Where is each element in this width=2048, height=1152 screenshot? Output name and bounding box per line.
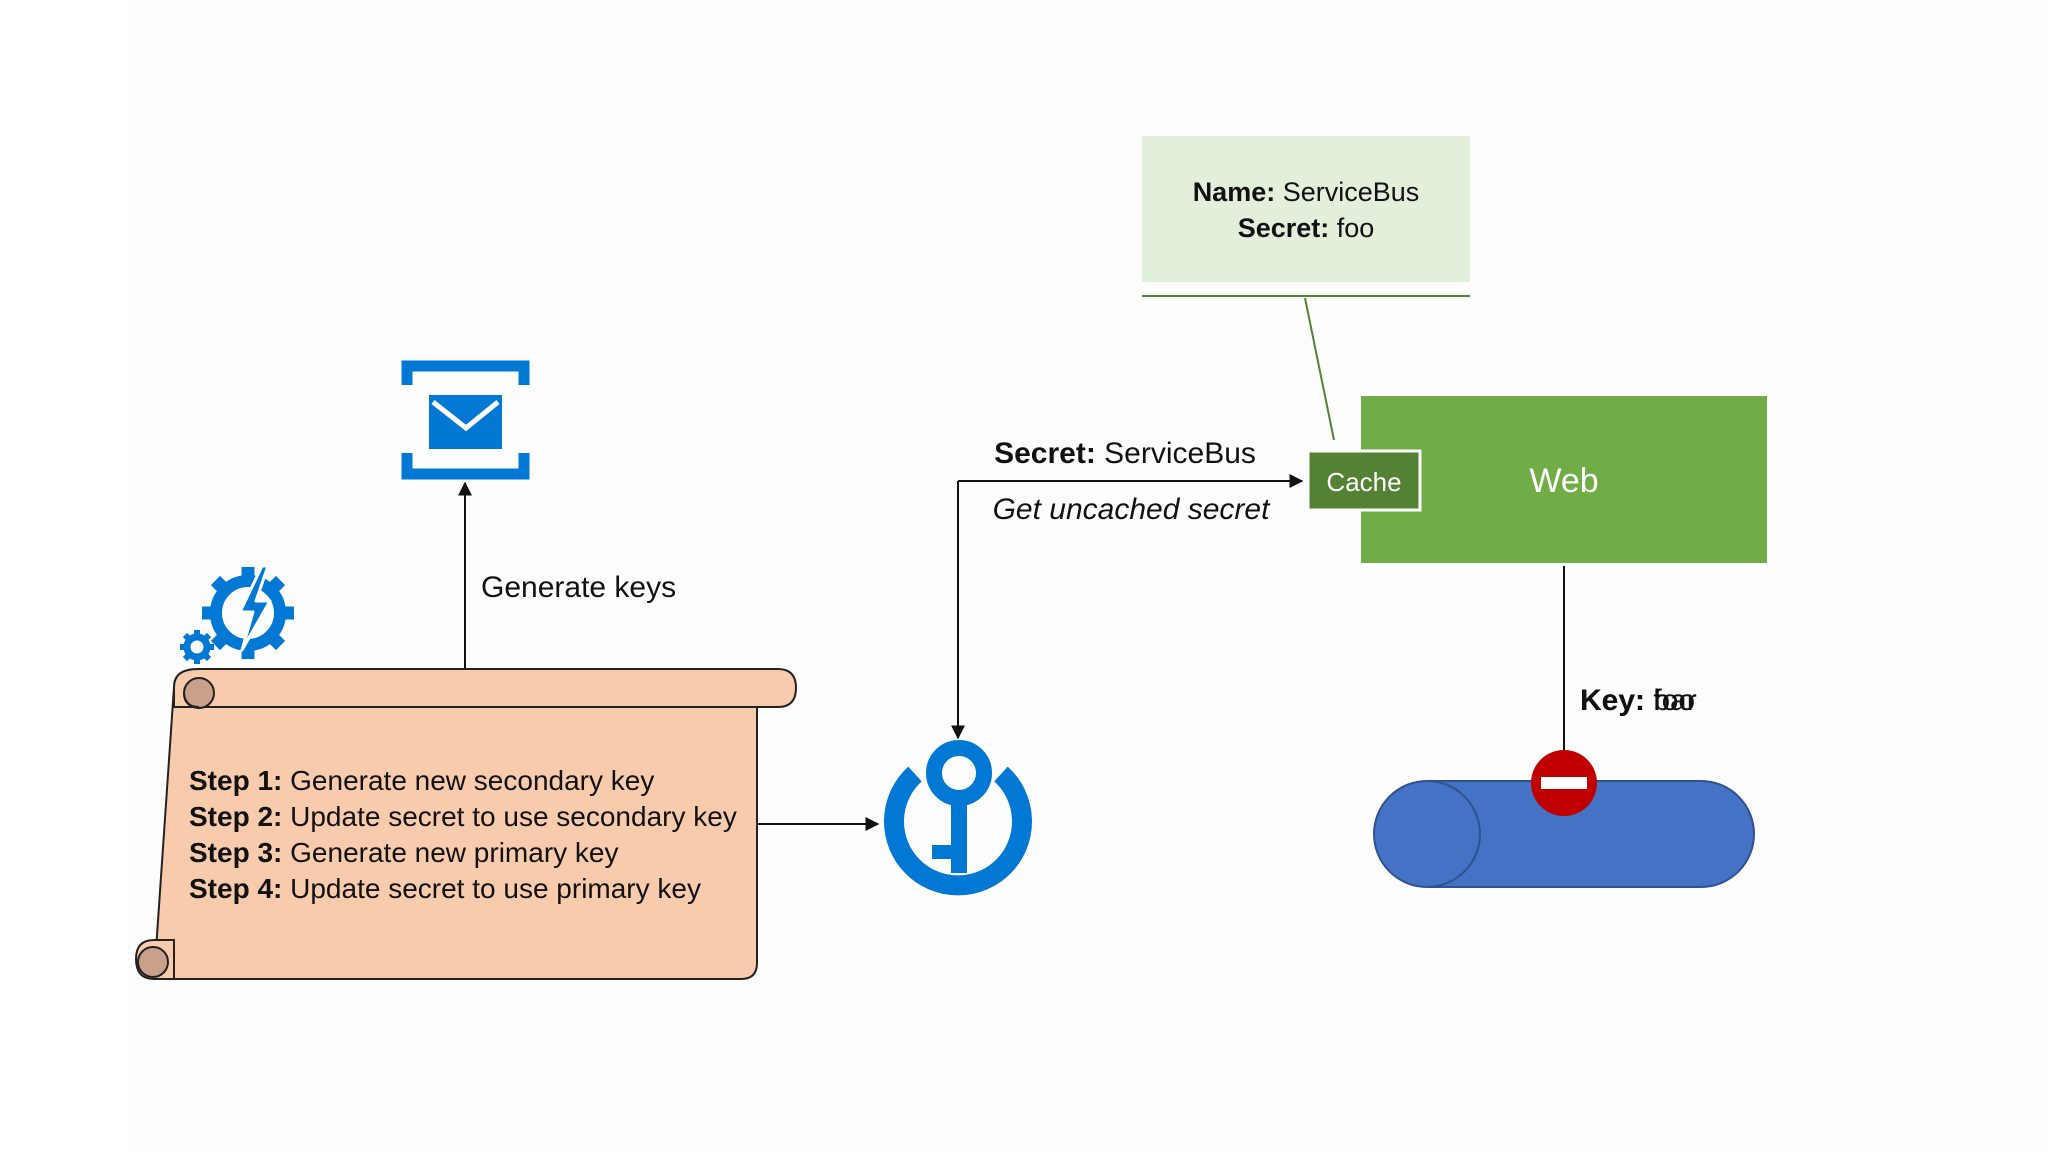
gear-tooth [180, 644, 188, 650]
secret-line: Secret: ServiceBus [994, 437, 1256, 470]
cache-label: Cache [1326, 467, 1401, 497]
step-1-label: Step 1: [189, 765, 282, 796]
runbook-scroll: Step 1: Generate new secondary key Step … [134, 668, 798, 980]
no-entry-icon [1531, 750, 1597, 816]
envelope-brackets-icon [401, 360, 530, 480]
gear-tooth [206, 644, 214, 650]
config-name-value: ServiceBus [1283, 177, 1420, 207]
scroll-body [152, 686, 758, 980]
step-3: Step 3: Generate new primary key [189, 837, 619, 868]
generate-keys-arrow: Generate keys [458, 481, 676, 669]
config-box-background [1142, 136, 1470, 282]
scroll-top-roll [173, 668, 798, 708]
gear-tooth [201, 651, 212, 662]
config-secret-line: Secret: foo [1238, 213, 1375, 243]
step-4-label: Step 4: [189, 873, 282, 904]
service-bus-pipe [1373, 780, 1755, 888]
gear-lightning-icon [180, 564, 294, 664]
step-2-label: Step 2: [189, 801, 282, 832]
config-name-line: Name: ServiceBus [1193, 177, 1420, 207]
secret-label: Secret: [994, 437, 1096, 470]
key-label: Key: [1580, 684, 1645, 717]
key-value-old: foo [1653, 684, 1695, 717]
gear-tooth [264, 575, 286, 597]
pipe-body [1373, 780, 1755, 888]
cache-component[interactable]: Cache [1306, 449, 1422, 512]
step-4: Step 4: Update secret to use primary key [189, 873, 701, 904]
cache-box[interactable] [1306, 449, 1422, 512]
step-1-text: Generate new secondary key [290, 765, 654, 796]
gear-tooth [264, 629, 286, 651]
pipe-opening [1426, 780, 1481, 888]
web-app-box[interactable] [1361, 396, 1767, 563]
config-name-label: Name: [1193, 177, 1276, 207]
web-app-title: Web [1529, 462, 1598, 500]
key-text-group: Key: foo Key: bar [1580, 684, 1697, 717]
gear-tooth [278, 606, 294, 620]
step-1: Step 1: Generate new secondary key [189, 765, 654, 796]
generate-keys-label: Generate keys [481, 571, 676, 604]
gear-tooth [210, 629, 232, 651]
gear-tooth [194, 656, 200, 664]
gear-tooth [182, 632, 193, 643]
step-2: Step 2: Update secret to use secondary k… [189, 801, 737, 832]
key-vault-icon [884, 740, 1032, 896]
key-line-new: Key: bar [1580, 684, 1697, 717]
config-callout-line [1304, 297, 1335, 441]
gear-tooth [202, 606, 218, 620]
key-label-overlay: Key: [1580, 684, 1645, 717]
step-3-text: Generate new primary key [290, 837, 618, 868]
secret-value: ServiceBus [1104, 437, 1256, 470]
get-secret-arrow: Secret: ServiceBus Get uncached secret [951, 437, 1304, 740]
step-4-text: Update secret to use primary key [290, 873, 701, 904]
gear-tooth [210, 575, 232, 597]
gear-tooth [194, 630, 200, 638]
gear-tooth [182, 651, 193, 662]
config-secret-label: Secret: [1238, 213, 1330, 243]
gear-tooth [201, 632, 212, 643]
config-box: Name: ServiceBus Secret: foo [1142, 136, 1470, 441]
get-uncached-secret-label: Get uncached secret [993, 493, 1271, 526]
web-app[interactable]: Web Cache [1306, 396, 1767, 563]
key-value-new: bar [1653, 684, 1696, 717]
scroll-bottom-curl [137, 946, 169, 978]
config-secret-value: foo [1337, 213, 1375, 243]
gear-tooth [241, 567, 255, 583]
key-line-old: Key: foo [1580, 684, 1695, 717]
step-2-text: Update secret to use secondary key [290, 801, 737, 832]
step-3-label: Step 3: [189, 837, 282, 868]
